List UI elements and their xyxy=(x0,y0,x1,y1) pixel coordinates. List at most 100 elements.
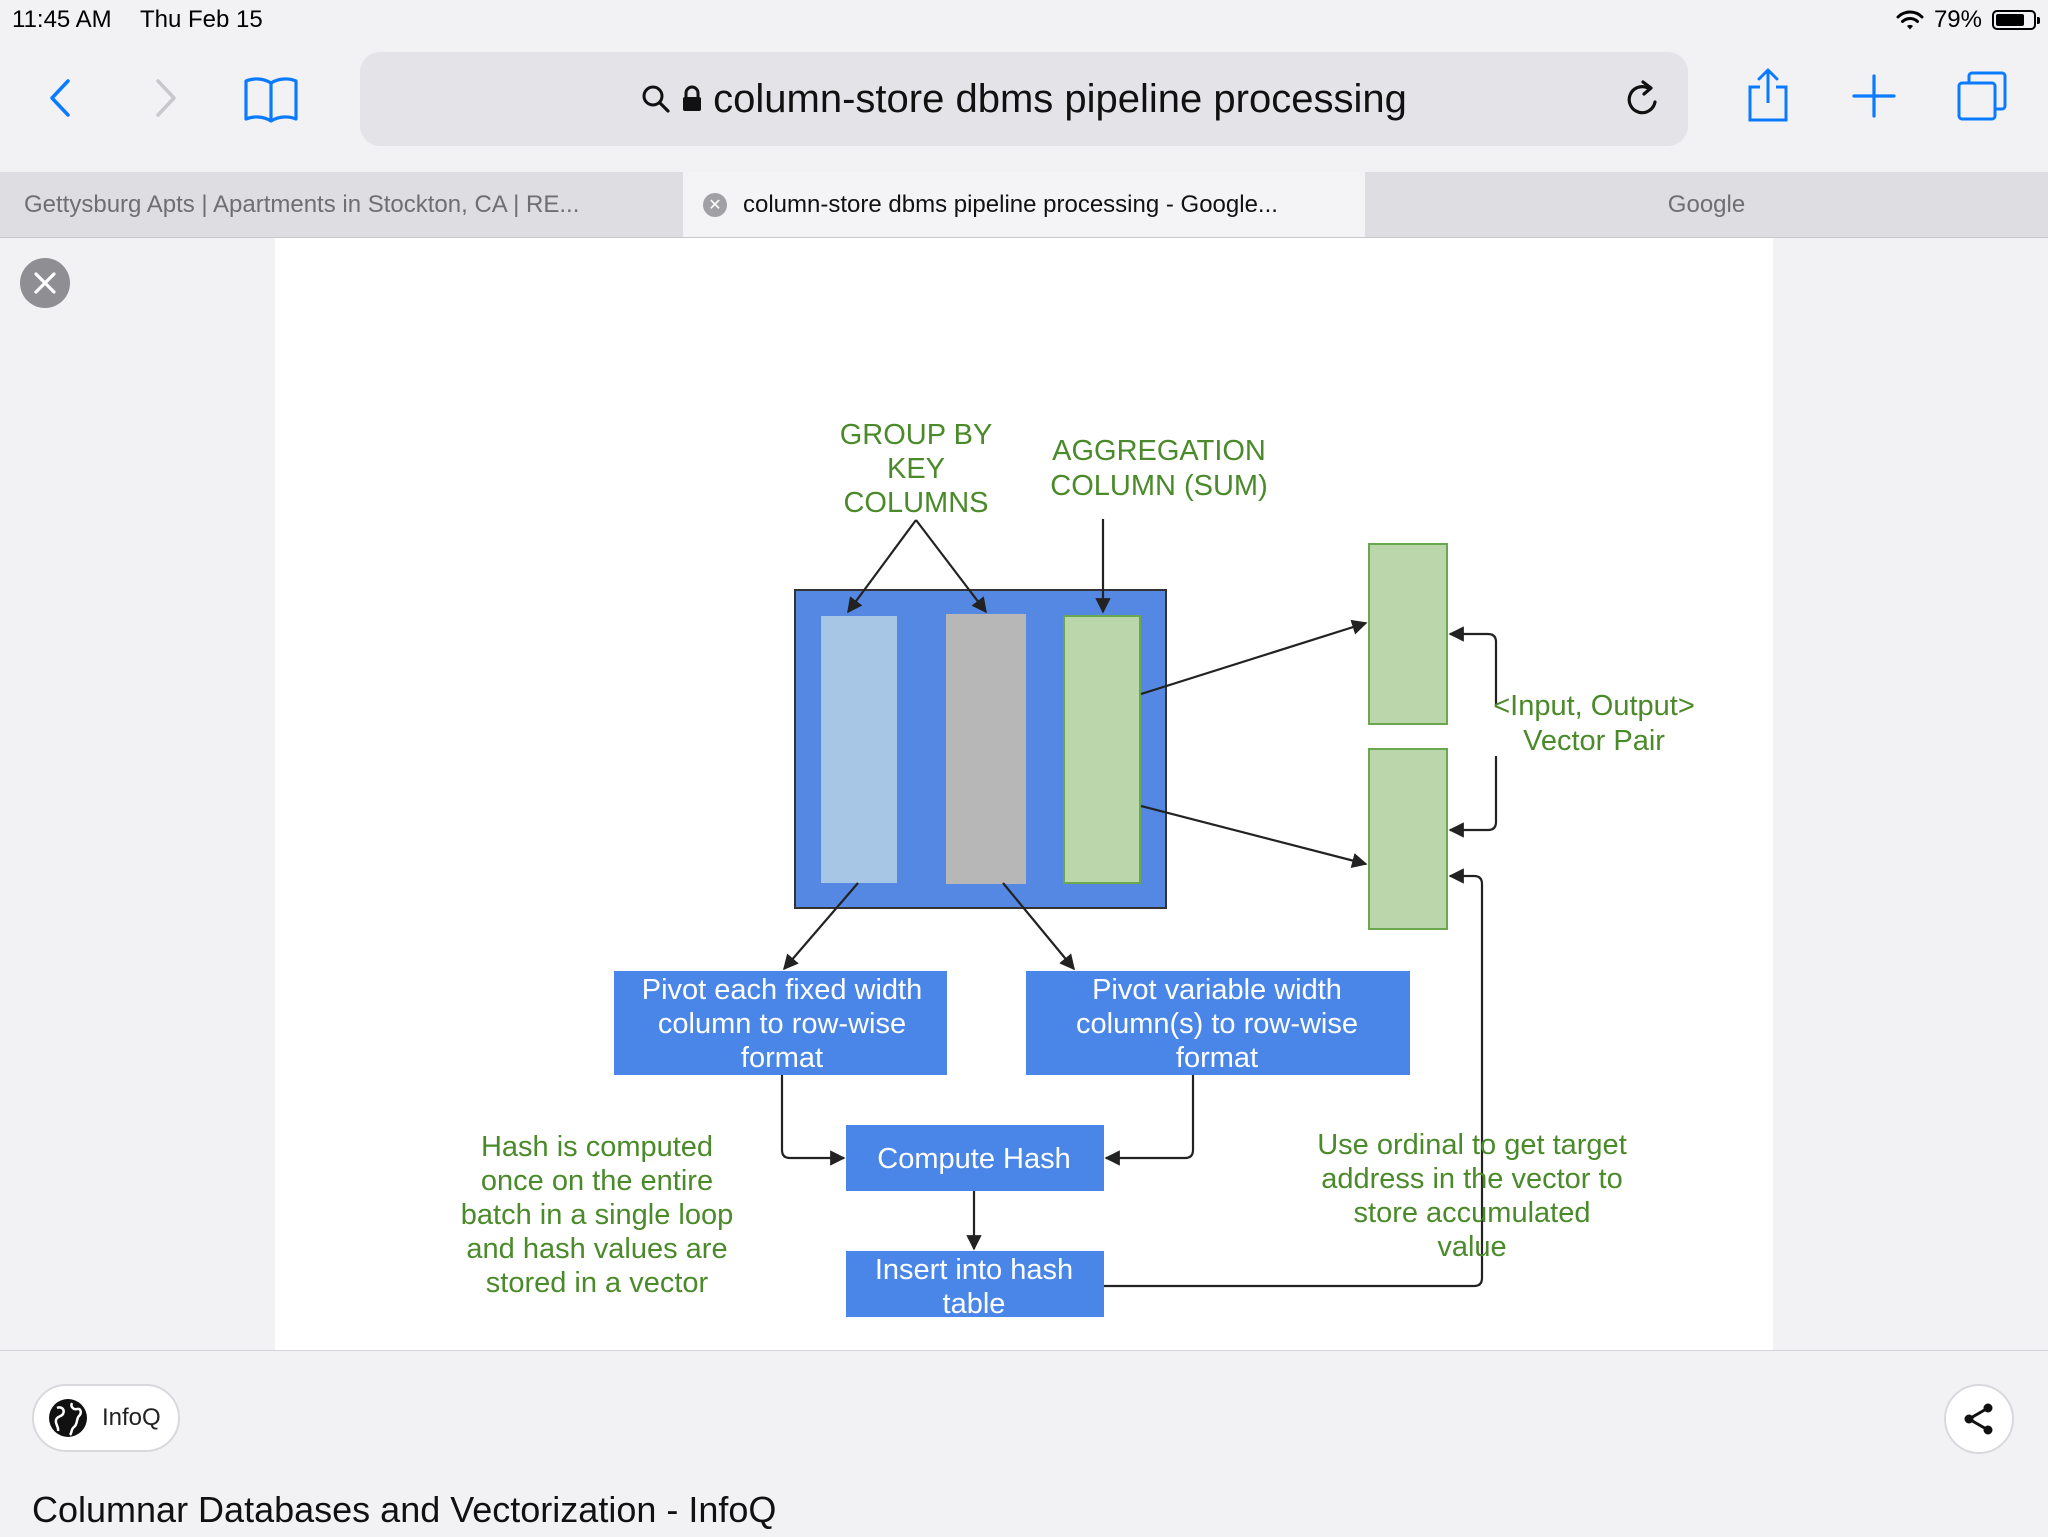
tabs-button[interactable] xyxy=(1956,68,2008,124)
pivot-variable-line-2: column(s) to row-wise xyxy=(1076,1008,1358,1040)
address-text: column-store dbms pipeline processing xyxy=(713,76,1407,121)
ordinal-note-line-1: Use ordinal to get target xyxy=(1317,1129,1627,1161)
new-tab-button[interactable] xyxy=(1850,70,1898,122)
group-by-label: GROUP BY KEY COLUMNS xyxy=(840,419,993,519)
hash-note-line-5: stored in a vector xyxy=(486,1267,709,1299)
pivot-variable-box xyxy=(1026,971,1410,1075)
new-tab-icon xyxy=(1852,74,1896,118)
hash-note: Hash is computed once on the entire batc… xyxy=(461,1131,733,1299)
pivot-fixed-line-2: column to row-wise xyxy=(658,1008,906,1040)
insert-hash-label: Insert into hash table xyxy=(875,1254,1073,1320)
pivot-fixed-label: Pivot each fixed width column to row-wis… xyxy=(642,974,922,1074)
image-panel[interactable]: GROUP BY KEY COLUMNS AGGREGATION COLUMN … xyxy=(275,238,1773,1350)
hash-note-line-4: and hash values are xyxy=(466,1233,727,1265)
hash-note-line-2: once on the entire xyxy=(481,1165,713,1197)
aggregation-column xyxy=(1063,615,1141,884)
search-icon xyxy=(642,85,670,113)
status-date: Thu Feb 15 xyxy=(140,6,263,33)
address-inner: column-store dbms pipeline processing xyxy=(360,52,1688,146)
back-icon xyxy=(50,79,70,117)
arrow-to-pivot-fixed xyxy=(782,882,859,971)
key-column-gray xyxy=(946,614,1026,884)
forward-icon xyxy=(156,79,176,117)
pivot-fixed-box xyxy=(614,971,947,1075)
aggregation-line-2: COLUMN (SUM) xyxy=(1050,470,1268,502)
reload-button[interactable] xyxy=(1624,78,1662,123)
bracket-input xyxy=(1448,626,1498,704)
ordinal-note-line-3: store accumulated xyxy=(1354,1197,1591,1229)
pipeline-diagram: GROUP BY KEY COLUMNS AGGREGATION COLUMN … xyxy=(461,419,1695,1320)
pivot-fixed-line-1: Pivot each fixed width xyxy=(642,974,922,1006)
battery-icon xyxy=(1992,10,2040,30)
tab-gettysburg[interactable]: Gettysburg Apts | Apartments in Stockton… xyxy=(0,172,683,237)
hash-note-line-3: batch in a single loop xyxy=(461,1199,733,1231)
arrow-to-pivot-variable xyxy=(1002,882,1075,971)
close-viewer-button[interactable] xyxy=(20,258,70,308)
input-vector xyxy=(1368,543,1448,725)
pivot-fixed-line-3: format xyxy=(741,1042,823,1074)
forward-button[interactable] xyxy=(146,70,186,126)
pivot-variable-line-3: format xyxy=(1176,1042,1258,1074)
image-viewer: GROUP BY KEY COLUMNS AGGREGATION COLUMN … xyxy=(0,238,2048,1350)
share-result-button[interactable] xyxy=(1944,1384,2014,1454)
result-footer: InfoQ Columnar Databases and Vectorizati… xyxy=(0,1350,2048,1537)
arrow-to-input-vector xyxy=(1140,619,1368,696)
source-link[interactable]: InfoQ xyxy=(32,1384,180,1452)
tab-column-store[interactable]: ✕ column-store dbms pipeline processing … xyxy=(683,172,1365,237)
status-right: 79% xyxy=(1896,6,2040,34)
battery-cap xyxy=(2037,17,2040,24)
arrow-pivot-fixed-to-hash xyxy=(780,1075,846,1166)
key-column-light-blue xyxy=(821,616,897,883)
share-icon xyxy=(1964,1403,1993,1435)
status-bar: 11:45 AM Thu Feb 15 79% xyxy=(0,0,2048,42)
wifi-icon xyxy=(1896,10,1924,30)
group-by-line-3: COLUMNS xyxy=(843,487,988,519)
tab-google[interactable]: Google xyxy=(1365,172,2048,237)
arrow-to-output-vector xyxy=(1140,804,1368,868)
arrow-group-by-right xyxy=(915,519,987,614)
back-button[interactable] xyxy=(40,70,80,126)
vector-pair-line-2: Vector Pair xyxy=(1523,725,1665,757)
diagram-arrows xyxy=(780,519,1498,1288)
close-icon xyxy=(34,272,56,294)
vector-pair-line-1: <Input, Output> xyxy=(1493,690,1695,722)
insert-hash-box xyxy=(846,1251,1104,1317)
bookmarks-icon xyxy=(244,77,298,123)
tab-label: Google xyxy=(1667,190,1746,218)
close-tab-icon[interactable]: ✕ xyxy=(703,192,727,217)
tab-label: column-store dbms pipeline processing - … xyxy=(743,190,1278,218)
pivot-variable-label: Pivot variable width column(s) to row-wi… xyxy=(1076,974,1358,1074)
compute-hash-box xyxy=(846,1125,1104,1191)
output-vector xyxy=(1368,748,1448,930)
result-title[interactable]: Columnar Databases and Vectorization - I… xyxy=(32,1489,777,1530)
ordinal-note-line-2: address in the vector to xyxy=(1321,1163,1622,1195)
tab-label: Gettysburg Apts | Apartments in Stockton… xyxy=(24,190,580,218)
source-name: InfoQ xyxy=(102,1404,161,1431)
battery-percent: 79% xyxy=(1933,6,1982,33)
ordinal-note-line-4: value xyxy=(1437,1231,1506,1263)
battery-fill xyxy=(1996,14,2024,26)
reload-icon xyxy=(1627,80,1657,115)
pivot-variable-line-1: Pivot variable width xyxy=(1092,974,1342,1006)
aggregation-label: AGGREGATION COLUMN (SUM) xyxy=(1050,435,1268,502)
globe-icon xyxy=(49,1399,87,1437)
aggregation-line-1: AGGREGATION xyxy=(1052,435,1266,467)
group-by-line-1: GROUP BY xyxy=(840,419,993,451)
share-button[interactable] xyxy=(1744,64,1792,126)
share-icon xyxy=(1748,68,1788,122)
vector-pair-label: <Input, Output> Vector Pair xyxy=(1493,690,1695,757)
arrow-insert-to-output xyxy=(1104,868,1484,1288)
tabs-icon xyxy=(1957,71,2007,121)
lock-icon xyxy=(683,85,702,111)
status-time: 11:45 AM xyxy=(12,6,112,33)
browser-toolbar: column-store dbms pipeline processing xyxy=(0,42,2048,172)
address-bar[interactable]: column-store dbms pipeline processing xyxy=(360,52,1688,146)
group-by-line-2: KEY xyxy=(887,453,945,485)
insert-hash-line-1: Insert into hash xyxy=(875,1254,1073,1286)
tab-strip: Gettysburg Apts | Apartments in Stockton… xyxy=(0,172,2048,238)
bracket-output xyxy=(1448,756,1498,838)
bookmarks-button[interactable] xyxy=(242,72,300,126)
arrow-pivot-variable-to-hash xyxy=(1104,1075,1195,1166)
arrow-group-by-left xyxy=(847,519,917,614)
insert-hash-line-2: table xyxy=(943,1288,1006,1320)
